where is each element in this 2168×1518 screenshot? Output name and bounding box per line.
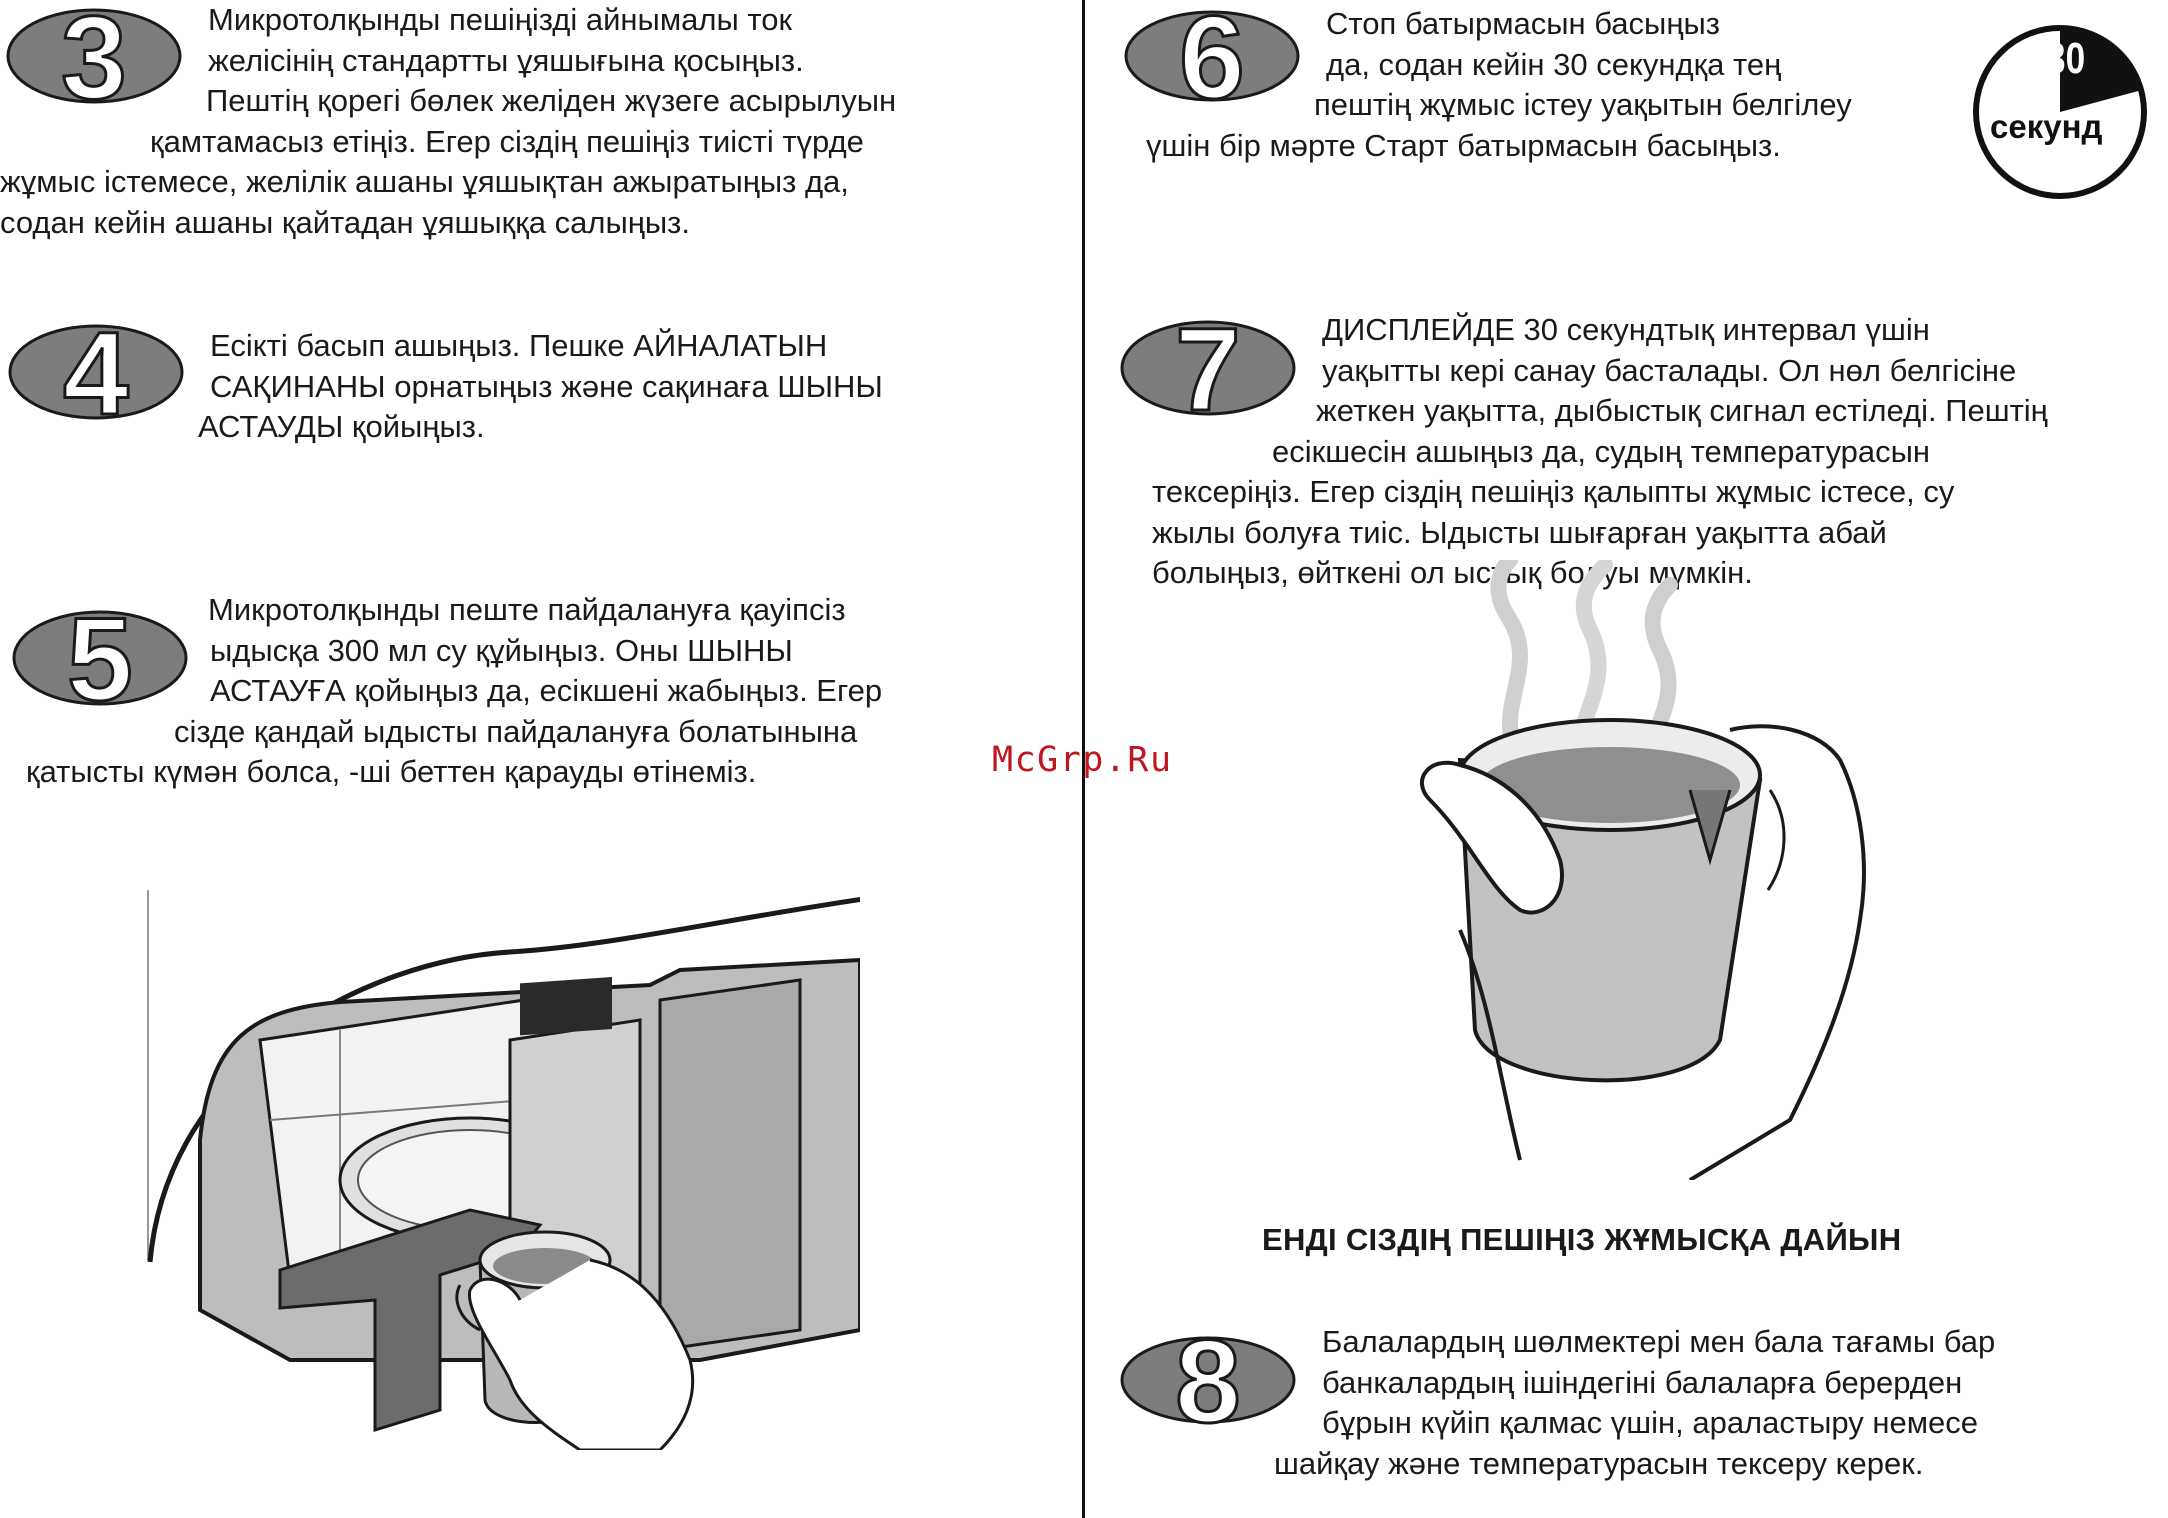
step-4-badge: 4 bbox=[8, 322, 184, 422]
text-line: Микротолқынды пешіңізді айнымалы ток bbox=[208, 2, 793, 37]
text-line: болыңыз, өйткені ол ыстық болуы мүмкін. bbox=[1152, 555, 1753, 590]
text-line: АСТАУДЫ қойыңыз. bbox=[198, 409, 485, 444]
text-line: қамтамасыз етіңіз. Егер сіздің пешіңіз т… bbox=[150, 123, 864, 159]
text-line: Есікті басып ашыңыз. Пешке АЙНАЛАТЫН bbox=[210, 328, 828, 363]
step-4-number: 4 bbox=[63, 322, 129, 422]
text-line: банкалардың ішіндегіні балаларға берерде… bbox=[1322, 1364, 1963, 1400]
text-line: Балалардың шөлмектері мен бала тағамы ба… bbox=[1322, 1324, 1996, 1359]
hot-cup-illustration bbox=[1390, 552, 1890, 1182]
text-line: жұмыс істемесе, желілік ашаны ұяшықтан а… bbox=[0, 164, 849, 199]
text-line: уақытты кері санау басталады. Ол нөл бел… bbox=[1322, 352, 2017, 388]
text-line: Микротолқынды пеште пайдалануға қауіпсіз bbox=[208, 592, 846, 627]
step-6-text: Стоп батырмасын басыңыз да, содан кейін … bbox=[1100, 4, 1970, 166]
text-line: есікшесін ашыңыз да, судың температурасы… bbox=[1272, 433, 1930, 469]
step-7-number: 7 bbox=[1175, 318, 1241, 418]
step-5-text: Микротолқынды пеште пайдалануға қауіпсіз… bbox=[0, 590, 1070, 793]
ready-heading: ЕНДІ СІЗДІҢ ПЕШІҢІЗ ЖҰМЫСҚА ДАЙЫН bbox=[1262, 1222, 1902, 1257]
text-line: Стоп батырмасын басыңыз bbox=[1326, 6, 1720, 41]
text-line: да, содан кейін 30 секундқа тең bbox=[1326, 46, 1782, 82]
text-line: пештің жұмыс істеу уақытын белгілеу bbox=[1314, 87, 1852, 122]
timer-icon bbox=[1972, 24, 2148, 200]
text-line: Пештің қорегі бөлек желіден жүзеге асыры… bbox=[206, 83, 897, 118]
text-line: бұрын күйіп қалмас үшін, араластыру неме… bbox=[1322, 1405, 1979, 1440]
step-5-number: 5 bbox=[67, 608, 133, 708]
timer-value: 30 bbox=[2046, 34, 2086, 83]
text-line: жылы болуға тиіс. Ыдысты шығарған уақытт… bbox=[1152, 514, 1887, 550]
timer-unit: секунд bbox=[1990, 108, 2103, 145]
text-line: сізде қандай ыдысты пайдалануға болатыны… bbox=[174, 713, 858, 749]
step-3-text: Микротолқынды пешіңізді айнымалы ток жел… bbox=[0, 0, 1070, 243]
text-line: ыдысқа 300 мл су құйыңыз. Оны ШЫНЫ bbox=[210, 632, 793, 668]
step-8-number: 8 bbox=[1175, 1330, 1241, 1430]
text-line: САҚИНАНЫ орнатыңыз және сақинаға ШЫНЫ bbox=[210, 368, 883, 404]
text-line: шайқау және температурасын тексеру керек… bbox=[1274, 1445, 1924, 1481]
step-7-badge: 7 bbox=[1120, 318, 1296, 418]
text-line: желісінің стандартты ұяшығына қосыңыз. bbox=[208, 42, 804, 78]
text-line: содан кейін ашаны қайтадан ұяшыққа салың… bbox=[0, 204, 690, 240]
step-5-badge: 5 bbox=[12, 608, 188, 708]
step-8-badge: 8 bbox=[1120, 1330, 1296, 1430]
column-divider bbox=[1082, 0, 1085, 1518]
text-line: қатысты күмән болса, -ші беттен қарауды … bbox=[26, 754, 757, 789]
step-7-text: ДИСПЛЕЙДЕ 30 секундтық интервал үшін уақ… bbox=[1100, 310, 2160, 594]
text-line: тексеріңіз. Егер сіздің пешіңіз қалыпты … bbox=[1152, 474, 1955, 509]
step-3-badge: 3 bbox=[6, 6, 182, 106]
step-4-text: Есікті басып ашыңыз. Пешке АЙНАЛАТЫН САҚ… bbox=[0, 326, 1070, 448]
text-line: ДИСПЛЕЙДЕ 30 секундтық интервал үшін bbox=[1322, 312, 1930, 347]
step-8-text: Балалардың шөлмектері мен бала тағамы ба… bbox=[1100, 1322, 2100, 1484]
step-3-number: 3 bbox=[61, 6, 127, 106]
microwave-illustration bbox=[140, 890, 871, 1452]
step-6-number: 6 bbox=[1179, 6, 1245, 106]
text-line: үшін бір мәрте Старт батырмасын басыңыз. bbox=[1146, 127, 1781, 163]
watermark: McGrp.Ru bbox=[992, 740, 1173, 780]
text-line: жеткен уақытта, дыбыстық сигнал естіледі… bbox=[1316, 393, 2048, 428]
step-6-badge: 6 bbox=[1124, 6, 1300, 106]
text-line: АСТАУҒА қойыңыз да, есікшені жабыңыз. Ег… bbox=[210, 673, 883, 708]
